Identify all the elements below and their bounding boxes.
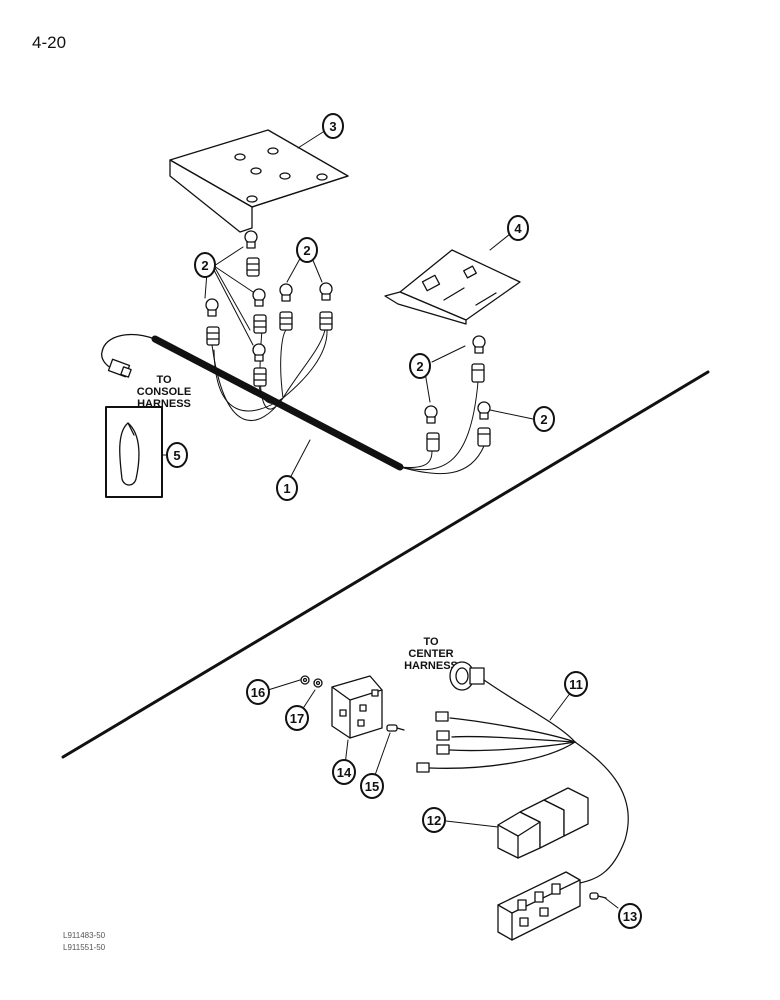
callout-4-label: 4 xyxy=(514,221,522,236)
console-note-line-2: CONSOLE xyxy=(136,386,192,398)
bracket-plate-part-3 xyxy=(169,129,349,233)
callout-1-label: 1 xyxy=(283,481,290,496)
bracket-part-4 xyxy=(384,249,521,325)
harness-part-11 xyxy=(416,661,629,886)
center-connector xyxy=(449,661,485,691)
callout-17: 17 xyxy=(285,705,309,731)
callout-3: 3 xyxy=(322,113,344,139)
console-note-line-1: TO xyxy=(156,374,172,386)
illustration-code-2: L911551-50 xyxy=(63,943,106,952)
callout-1: 1 xyxy=(276,475,298,501)
bulb xyxy=(244,230,258,249)
callout-16: 16 xyxy=(246,679,270,705)
callout-2b-label: 2 xyxy=(303,243,310,258)
bulb xyxy=(319,282,333,301)
socket xyxy=(253,314,267,334)
screw-part-15 xyxy=(386,724,405,732)
bulb xyxy=(252,343,266,362)
callout-2d: 2 xyxy=(533,406,555,432)
socket xyxy=(471,363,485,383)
center-note-line-3: HARNESS xyxy=(404,660,458,672)
page-number: 4-20 xyxy=(32,33,67,52)
callout-15-label: 15 xyxy=(365,779,379,794)
bulb xyxy=(205,298,219,317)
illustration-code-1: L911483-50 xyxy=(63,931,106,940)
callout-2d-label: 2 xyxy=(540,412,547,427)
relay-holder xyxy=(497,871,581,941)
harness-sleeve-part-1 xyxy=(151,335,404,471)
callout-13: 13 xyxy=(618,903,642,929)
center-harness-note: TO CENTER HARNESS xyxy=(399,636,463,672)
center-note-line-1: TO xyxy=(423,636,439,648)
callout-14-label: 14 xyxy=(337,765,352,780)
right-socket-wires xyxy=(399,381,485,475)
callout-2a: 2 xyxy=(194,252,216,278)
callout-12-label: 12 xyxy=(427,813,441,828)
callout-17-label: 17 xyxy=(290,711,304,726)
relays-part-12 xyxy=(497,787,589,859)
socket xyxy=(206,326,220,346)
socket xyxy=(426,432,440,452)
callout-2a-label: 2 xyxy=(201,258,208,273)
callout-2c: 2 xyxy=(409,353,431,379)
socket xyxy=(253,367,267,387)
cable-strap-part-5 xyxy=(105,406,163,498)
bulb xyxy=(279,283,293,302)
callout-5: 5 xyxy=(166,442,188,468)
washer-part-17 xyxy=(313,678,323,688)
nut-part-16 xyxy=(300,675,310,685)
callout-4: 4 xyxy=(507,215,529,241)
relay-base-part-14 xyxy=(331,675,383,739)
callout-16-label: 16 xyxy=(251,685,265,700)
callout-11-label: 11 xyxy=(569,677,583,692)
callout-2c-label: 2 xyxy=(416,359,423,374)
bulb xyxy=(252,288,266,307)
socket xyxy=(279,311,293,331)
callout-3-label: 3 xyxy=(329,119,336,134)
divider-line xyxy=(61,370,710,759)
socket xyxy=(477,427,491,447)
socket xyxy=(246,257,260,277)
bulb xyxy=(472,335,486,354)
bulb xyxy=(477,401,491,420)
callout-5-label: 5 xyxy=(173,448,180,463)
center-note-line-2: CENTER xyxy=(408,648,454,660)
bulb xyxy=(424,405,438,424)
callout-11: 11 xyxy=(564,671,588,697)
socket xyxy=(319,311,333,331)
callout-2b: 2 xyxy=(296,237,318,263)
right-sockets xyxy=(424,335,491,452)
console-connector xyxy=(101,333,156,378)
callout-13-label: 13 xyxy=(623,909,637,924)
left-sockets xyxy=(206,257,333,387)
terminals xyxy=(416,711,450,773)
callout-14: 14 xyxy=(332,759,356,785)
left-bulbs xyxy=(205,230,333,362)
callout-12: 12 xyxy=(422,807,446,833)
screw-part-13 xyxy=(589,892,607,900)
callout-15: 15 xyxy=(360,773,384,799)
